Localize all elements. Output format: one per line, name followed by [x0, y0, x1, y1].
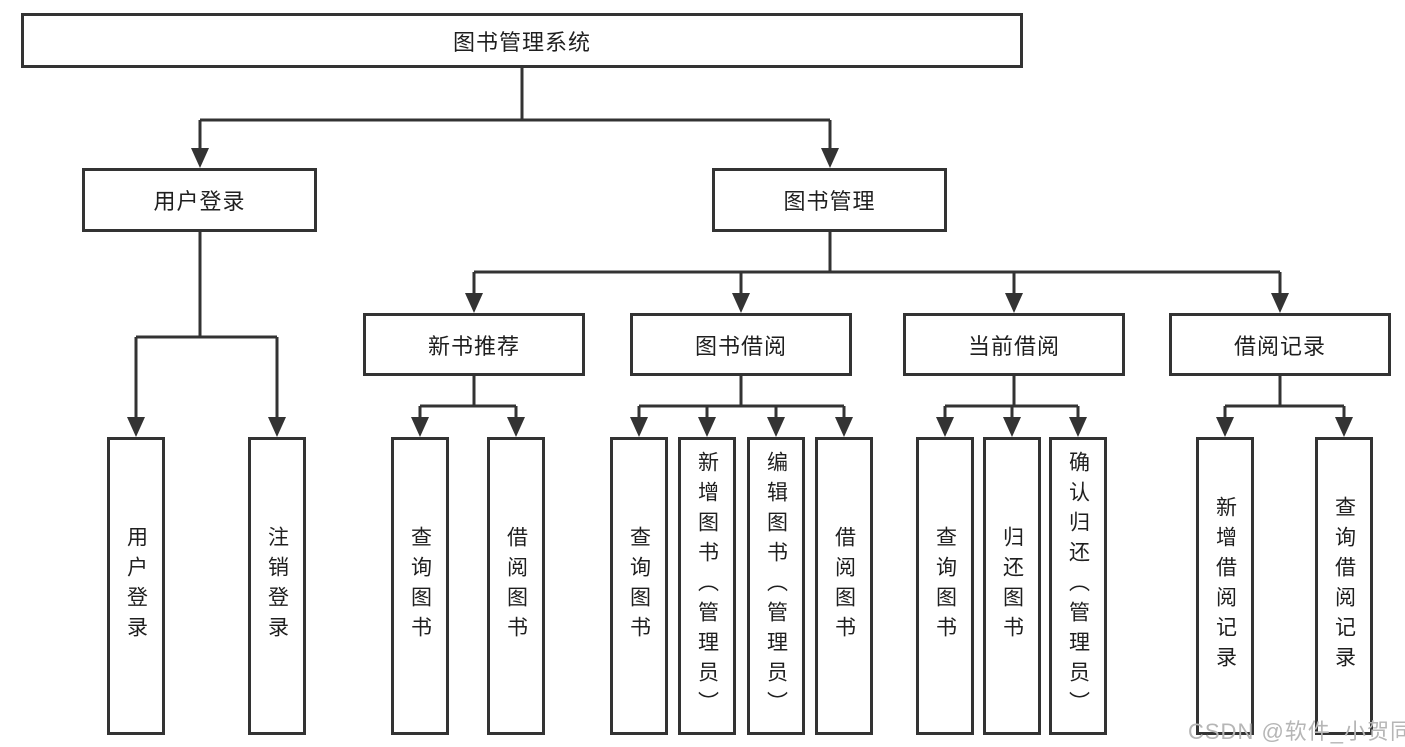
leaf-return-book: 归还图书 [983, 437, 1041, 735]
leaf-logout: 注销登录 [248, 437, 306, 735]
leaf-query-books-3: 查询图书 [916, 437, 974, 735]
node-new-book-recommend: 新书推荐 [363, 313, 585, 376]
leaf-add-borrow-record: 新增借阅记录 [1196, 437, 1254, 735]
leaf-user-login: 用户登录 [107, 437, 165, 735]
leaf-confirm-return-admin: 确认归还（管理员） [1049, 437, 1107, 735]
watermark: CSDN @软件_小贺同学 [1188, 719, 1405, 744]
arrowheads [127, 148, 1353, 437]
leaf-query-borrow-record: 查询借阅记录 [1315, 437, 1373, 735]
leaf-edit-book-admin: 编辑图书（管理员） [747, 437, 805, 735]
leaf-borrow-books-2: 借阅图书 [815, 437, 873, 735]
node-book-borrowing: 图书借阅 [630, 313, 852, 376]
node-current-borrowing: 当前借阅 [903, 313, 1125, 376]
leaf-query-books-2: 查询图书 [610, 437, 668, 735]
leaf-add-book-admin: 新增图书（管理员） [678, 437, 736, 735]
node-user-login: 用户登录 [82, 168, 317, 232]
node-library-management-system: 图书管理系统 [21, 13, 1023, 68]
node-book-management: 图书管理 [712, 168, 947, 232]
node-borrowing-records: 借阅记录 [1169, 313, 1391, 376]
leaf-borrow-books: 借阅图书 [487, 437, 545, 735]
leaf-query-books: 查询图书 [391, 437, 449, 735]
